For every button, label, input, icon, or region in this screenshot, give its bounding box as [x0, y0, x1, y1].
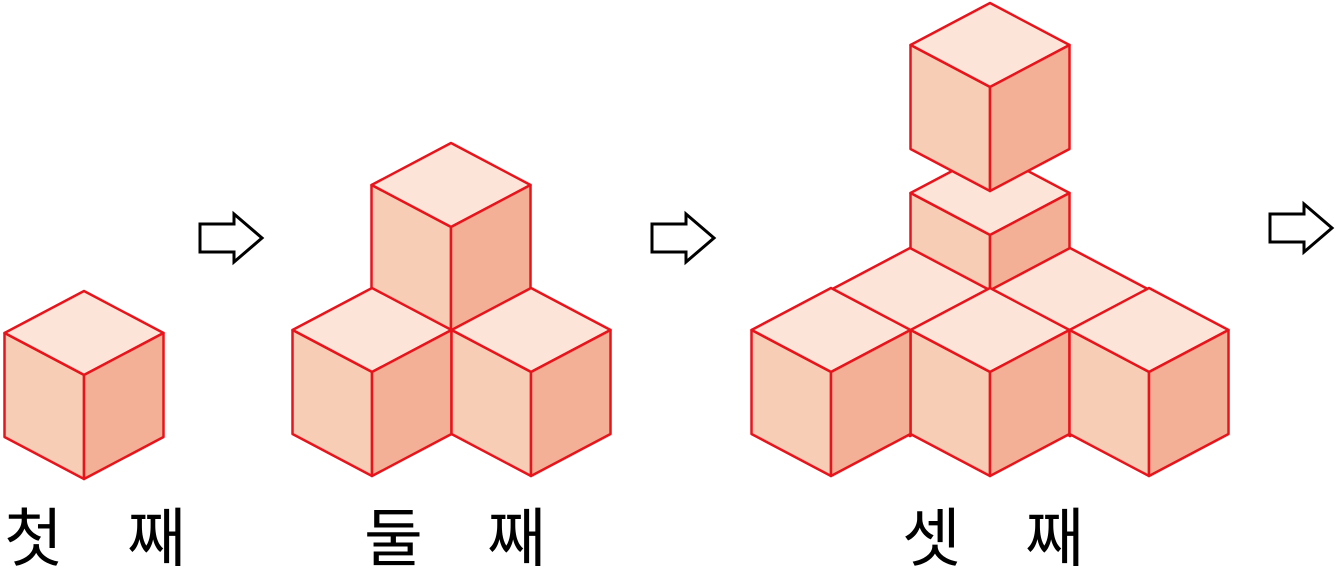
cube	[3, 289, 165, 481]
cube	[1068, 286, 1230, 478]
stage-2-cube-figure	[291, 141, 612, 478]
stage-1-cube-figure	[3, 289, 165, 481]
cube-right-face	[529, 328, 612, 478]
right-arrow-icon	[650, 210, 717, 266]
stage-2-label: 둘 째	[364, 503, 569, 577]
right-arrow-icon	[1268, 200, 1335, 256]
cube	[370, 141, 532, 333]
stage-3-label: 셋 째	[902, 503, 1107, 577]
cube-right-face	[829, 328, 912, 478]
cube	[291, 286, 453, 478]
cube	[909, 286, 1071, 478]
stage-3-cube-figure	[750, 1, 1230, 478]
right-arrow-icon	[198, 210, 265, 266]
cube	[909, 1, 1071, 193]
cube-right-face	[988, 43, 1071, 193]
cube	[750, 286, 912, 478]
cube	[450, 286, 612, 478]
cube-right-face	[82, 331, 165, 481]
cube-right-face	[1147, 328, 1230, 478]
stage-1-label: 첫 째	[4, 503, 209, 577]
